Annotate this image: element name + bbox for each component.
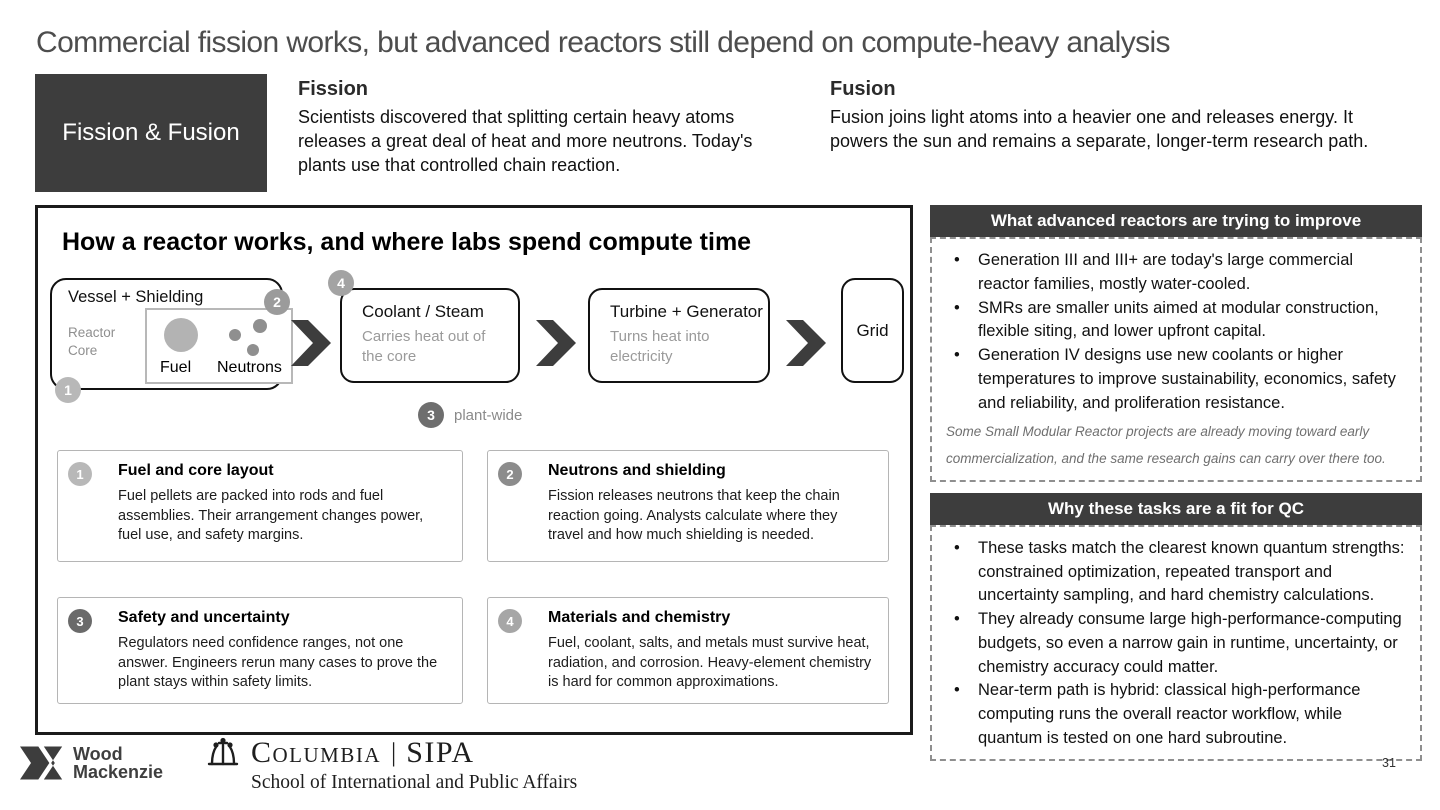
panel-advanced-reactors: What advanced reactors are trying to imp… [930, 205, 1422, 482]
fusion-heading: Fusion [830, 78, 896, 100]
sipa-wordmark: SIPA [406, 736, 475, 769]
neutrons-label: Neutrons [217, 359, 282, 376]
card-title: Materials and chemistry [548, 609, 731, 626]
wood-mackenzie-mark-icon [20, 746, 63, 780]
wood-mackenzie-wordmark: Wood Mackenzie [73, 745, 163, 781]
neutron-dot [229, 329, 241, 341]
flow-arrow-icon [291, 320, 331, 366]
fission-body: Scientists discovered that splitting cer… [298, 107, 753, 176]
panel-qc-fit: Why these tasks are a fit for QC These t… [930, 492, 1422, 761]
fuel-label: Fuel [160, 359, 192, 376]
coolant-steam-box: Coolant / Steam Carries heat out of the … [340, 288, 520, 383]
panel-header: What advanced reactors are trying to imp… [930, 205, 1422, 237]
neutron-dot [253, 319, 267, 333]
fuel-circle [164, 318, 198, 352]
card-badge-4: 4 [498, 609, 522, 633]
columbia-divider: | [391, 738, 397, 767]
card-title: Neutrons and shielding [548, 462, 726, 479]
card-badge-2: 2 [498, 462, 522, 486]
card-body: Fuel pellets are packed into rods and fu… [118, 488, 424, 544]
card-safety-uncertainty: 3 Safety and uncertainty Regulators need… [57, 597, 463, 704]
card-body: Fission releases neutrons that keep the … [548, 488, 840, 544]
card-body: Fuel, coolant, salts, and metals must su… [548, 635, 872, 691]
reactor-core-label: Reactor Core [68, 325, 116, 358]
fusion-intro: Fusion Fusion joins light atoms into a h… [830, 78, 1415, 153]
reactor-diagram-panel: How a reactor works, and where labs spen… [35, 205, 913, 735]
wood-mackenzie-logo: Wood Mackenzie [20, 742, 163, 784]
neutron-dot [247, 344, 259, 356]
woodmac-line1: Wood [73, 744, 123, 764]
turbine-title: Turbine + Generator [610, 302, 763, 321]
bullet-item: They already consume large high-performa… [944, 608, 1408, 679]
columbia-wordmark: Columbia [251, 736, 382, 769]
bullet-item: Generation III and III+ are today's larg… [944, 249, 1408, 297]
side-panels: What advanced reactors are trying to imp… [930, 205, 1422, 761]
step-badge-3: 3 [418, 402, 444, 428]
columbia-sipa-logo: Columbia | SIPA School of International … [205, 736, 577, 794]
card-body: Regulators need confidence ranges, not o… [118, 635, 438, 691]
step-badge-1: 1 [55, 377, 81, 403]
fusion-body: Fusion joins light atoms into a heavier … [830, 107, 1369, 152]
fission-intro: Fission Scientists discovered that split… [298, 78, 758, 177]
panel-body: Generation III and III+ are today's larg… [930, 237, 1422, 482]
card-materials-chemistry: 4 Materials and chemistry Fuel, coolant,… [487, 597, 889, 704]
woodmac-line2: Mackenzie [73, 762, 164, 782]
flow-arrow-icon [786, 320, 826, 366]
coolant-title: Coolant / Steam [362, 302, 484, 321]
page-number: 31 [1382, 756, 1396, 770]
panel-note: Some Small Modular Reactor projects are … [946, 424, 1386, 466]
card-title: Safety and uncertainty [118, 609, 290, 626]
bullet-item: Near-term path is hybrid: classical high… [944, 679, 1408, 750]
fission-heading: Fission [298, 78, 369, 100]
plantwide-annotation: 3 plant-wide [418, 402, 522, 428]
fission-fusion-tag: Fission & Fusion [35, 74, 267, 192]
card-neutrons-shielding: 2 Neutrons and shielding Fission release… [487, 450, 889, 562]
bullet-item: These tasks match the clearest known qua… [944, 537, 1408, 608]
card-badge-1: 1 [68, 462, 92, 486]
bullet-item: Generation IV designs use new coolants o… [944, 344, 1408, 415]
card-title: Fuel and core layout [118, 462, 274, 479]
panel-body: These tasks match the clearest known qua… [930, 524, 1422, 761]
card-fuel-core-layout: 1 Fuel and core layout Fuel pellets are … [57, 450, 463, 562]
turbine-subtitle: Turns heat into electricity [610, 328, 710, 365]
bullet-list: These tasks match the clearest known qua… [944, 537, 1408, 751]
reactor-core-box: Fuel Neutrons [145, 308, 293, 384]
vessel-label: Vessel + Shielding [68, 288, 204, 306]
bullet-item: SMRs are smaller units aimed at modular … [944, 297, 1408, 345]
step-badge-4: 4 [328, 270, 354, 296]
columbia-crown-icon [207, 737, 239, 766]
turbine-generator-box: Turbine + Generator Turns heat into elec… [588, 288, 770, 383]
plantwide-label: plant-wide [454, 406, 523, 424]
slide-title: Commercial fission works, but advanced r… [36, 26, 1171, 59]
vessel-shielding-box: Vessel + Shielding Reactor Core Fuel Neu… [50, 278, 293, 390]
panel-header: Why these tasks are a fit for QC [930, 492, 1422, 525]
diagram-title: How a reactor works, and where labs spen… [62, 228, 752, 256]
bullet-list: Generation III and III+ are today's larg… [944, 249, 1408, 415]
grid-box: Grid [841, 278, 904, 383]
step-badge-2: 2 [264, 289, 290, 315]
flow-arrow-icon [536, 320, 576, 366]
coolant-subtitle: Carries heat out of the core [362, 328, 486, 365]
columbia-subtitle: School of International and Public Affai… [251, 772, 578, 793]
card-badge-3: 3 [68, 609, 92, 633]
